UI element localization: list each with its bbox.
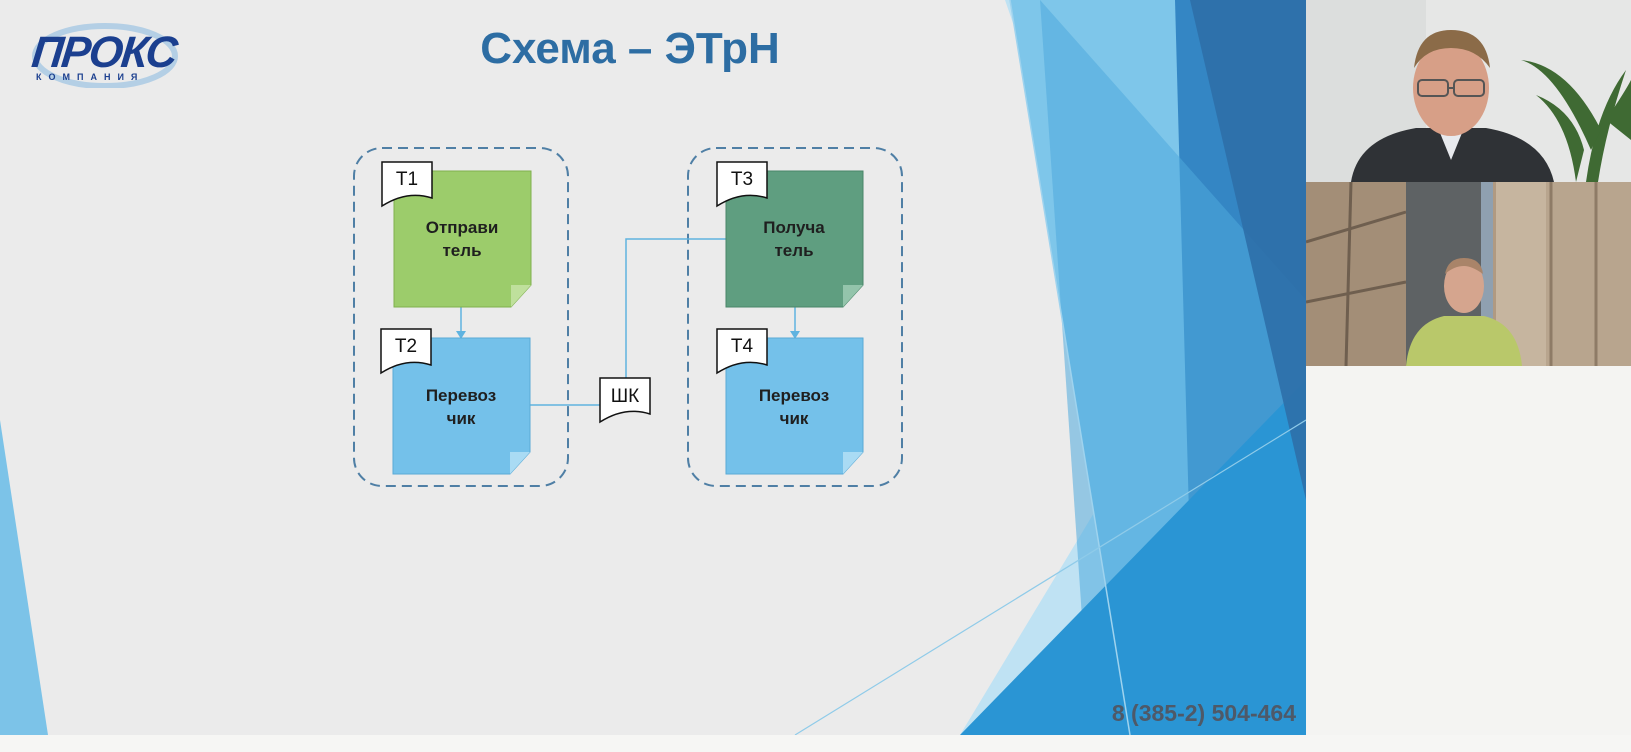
- tag-t4-shape: [716, 328, 768, 375]
- node-carrier-right-label-line-1: Перевоз: [758, 386, 830, 405]
- node-receiver-fold: [843, 285, 863, 307]
- contact-phone: 8 (385-2) 504-464: [1111, 700, 1296, 726]
- node-carrier-right-fold: [843, 452, 863, 474]
- node-carrier-right-label: Перевоз чик: [727, 384, 861, 430]
- arrowhead-t4: [790, 331, 800, 339]
- bottom-strip: [0, 735, 1631, 752]
- node-sender-fold: [511, 285, 531, 307]
- node-carrier-left-label: Перевоз чик: [394, 384, 528, 430]
- tag-t4-label: Т4: [730, 336, 754, 357]
- node-receiver-label-line-2: тель: [774, 241, 814, 260]
- presentation-slide: ПРОКС КОМПАНИЯ Схема – ЭТрН Отправи тель: [0, 0, 1306, 735]
- slide-title: Схема – ЭТрН: [480, 24, 780, 73]
- plant-icon: [1521, 60, 1631, 182]
- tag-t1-shape: [381, 161, 433, 208]
- tag-t3-shape: [716, 161, 768, 208]
- node-carrier-left-fold: [510, 452, 530, 474]
- company-logo: ПРОКС КОМПАНИЯ: [29, 14, 180, 88]
- node-carrier-left-label-line-2: чик: [446, 409, 476, 428]
- node-sender-label-line-1: Отправи: [425, 218, 499, 237]
- tag-t3-label: Т3: [730, 169, 754, 190]
- participant-video-tile-1[interactable]: [1306, 0, 1631, 182]
- node-receiver-label-line-1: Получа: [763, 218, 825, 237]
- tag-t2-label: Т2: [394, 336, 418, 357]
- node-sender-label-line-2: тель: [442, 241, 482, 260]
- node-carrier-left-label-line-1: Перевоз: [425, 386, 497, 405]
- logo-swoosh-icon: [32, 23, 178, 88]
- node-receiver-label: Получа тель: [727, 216, 861, 262]
- group-frame-right: [687, 147, 903, 487]
- video-participants-panel: [1306, 0, 1631, 735]
- arrowhead-t2: [456, 331, 466, 339]
- group-frame-left: [353, 147, 569, 487]
- logo-subtext: КОМПАНИЯ: [36, 72, 145, 82]
- participant-1-video: [1306, 0, 1631, 182]
- connector-line-t3-shk: [625, 238, 726, 378]
- tag-shk-shape: [599, 377, 651, 424]
- node-carrier-right-label-line-2: чик: [779, 409, 809, 428]
- etrn-diagram: [353, 147, 903, 487]
- participant-2-video: [1306, 182, 1631, 366]
- tag-t2-shape: [380, 328, 432, 375]
- tag-t1-label: Т1: [395, 169, 419, 190]
- node-sender-label: Отправи тель: [395, 216, 529, 262]
- tag-shk-label: ШК: [610, 386, 640, 407]
- slide-background-shapes: [0, 0, 1306, 735]
- participant-video-tile-2[interactable]: [1306, 182, 1631, 366]
